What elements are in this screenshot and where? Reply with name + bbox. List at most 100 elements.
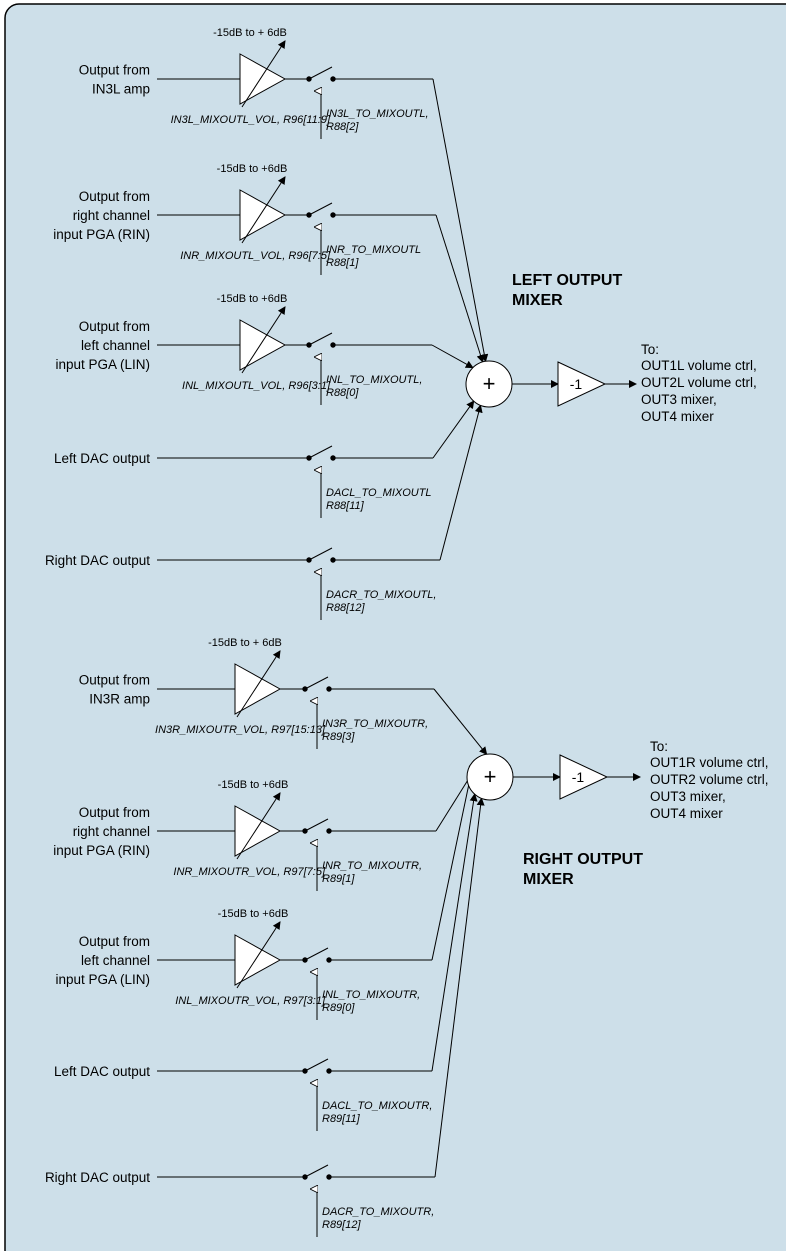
switch-blade bbox=[304, 1058, 329, 1072]
gain-register-label: IN3L_MIXOUTL_VOL, R96[11:9] bbox=[171, 114, 331, 126]
inverter-label: -1 bbox=[572, 769, 585, 785]
gain-adjust-arrow bbox=[241, 176, 286, 244]
inverter bbox=[559, 754, 609, 800]
switch-register-label: DACL_TO_MIXOUTR, bbox=[322, 1100, 432, 1112]
source-label: left channel bbox=[81, 953, 150, 968]
gain-amplifier bbox=[234, 805, 282, 857]
switch-register-label: INR_TO_MIXOUTR, bbox=[322, 860, 422, 872]
mixer-title: RIGHT OUTPUT bbox=[523, 851, 643, 868]
gain-register-label: INL_MIXOUTL_VOL, R96[3:1] bbox=[182, 380, 331, 392]
destination-item: OUT1R volume ctrl, bbox=[650, 755, 769, 770]
wire-to-summer bbox=[432, 400, 475, 459]
summing-symbol: + bbox=[484, 764, 497, 789]
switch-register-label: R89[3] bbox=[322, 731, 355, 743]
gain-range-label: -15dB to +6dB bbox=[217, 293, 288, 305]
switch-blade bbox=[308, 202, 333, 216]
source-label: IN3L amp bbox=[92, 82, 150, 97]
switch-register-label: R88[11] bbox=[326, 500, 365, 512]
wire-to-summer bbox=[433, 688, 488, 756]
source-label: right channel bbox=[73, 208, 150, 223]
switch-register-label: DACR_TO_MIXOUTR, bbox=[322, 1206, 434, 1218]
source-label: input PGA (RIN) bbox=[53, 227, 150, 242]
source-label: Output from bbox=[79, 319, 150, 334]
input-inl: Output from left channel input PGA (LIN) -1… bbox=[55, 293, 474, 405]
source-label: Output from bbox=[79, 189, 150, 204]
source-label: input PGA (LIN) bbox=[55, 972, 150, 987]
destination-item: OUT4 mixer bbox=[641, 409, 714, 424]
gain-range-label: -15dB to + 6dB bbox=[213, 27, 287, 39]
source-label: Output from bbox=[79, 934, 150, 949]
gain-adjust-arrow bbox=[236, 650, 281, 718]
destination-item: OUTR2 volume ctrl, bbox=[650, 772, 769, 787]
gain-register-label: IN3R_MIXOUTR_VOL, R97[15:13] bbox=[155, 724, 326, 736]
source-label: Output from bbox=[79, 673, 150, 688]
inverter bbox=[557, 361, 607, 407]
diagram-panel bbox=[4, 3, 786, 1251]
gain-range-label: -15dB to +6dB bbox=[218, 908, 289, 920]
destination-item: OUT2L volume ctrl, bbox=[641, 375, 757, 390]
wire-to-summer bbox=[435, 214, 485, 363]
switch-register-label: R88[0] bbox=[326, 387, 359, 399]
gain-range-label: -15dB to + 6dB bbox=[208, 637, 282, 649]
switch-blade bbox=[308, 66, 333, 80]
gain-amplifier bbox=[234, 934, 282, 986]
gain-amplifier bbox=[239, 53, 287, 105]
source-label: IN3R amp bbox=[89, 692, 150, 707]
gain-range-label: -15dB to +6dB bbox=[217, 163, 288, 175]
source-label: input PGA (RIN) bbox=[53, 843, 150, 858]
source-label: Right DAC output bbox=[45, 553, 150, 568]
destination-heading: To: bbox=[650, 739, 668, 754]
left-mixer: Output from IN3L amp -15dB to + 6dB IN3L_MI… bbox=[45, 27, 757, 620]
switch-register-label: INL_TO_MIXOUTR, bbox=[322, 989, 420, 1001]
switch-blade bbox=[304, 676, 329, 690]
switch-register-label: R89[12] bbox=[322, 1219, 361, 1231]
switch-register-label: IN3R_TO_MIXOUTR, bbox=[322, 718, 428, 730]
switch-blade bbox=[304, 818, 329, 832]
source-label: Output from bbox=[79, 805, 150, 820]
gain-adjust-arrow bbox=[236, 921, 281, 989]
input-inr: Output from right channel input PGA (RIN) -… bbox=[53, 754, 485, 891]
switch-blade bbox=[308, 547, 333, 561]
gain-adjust-arrow bbox=[241, 306, 286, 374]
switch-register-label: R88[1] bbox=[326, 257, 359, 269]
gain-amplifier bbox=[234, 663, 282, 715]
input-inr: Output from right channel input PGA (RIN) -… bbox=[53, 163, 485, 363]
input-in3l: Output from IN3L amp -15dB to + 6dB IN3L_MI… bbox=[79, 27, 489, 363]
destination-item: OUT3 mixer, bbox=[650, 789, 726, 804]
summing-symbol: + bbox=[483, 371, 496, 396]
switch-register-label: INR_TO_MIXOUTL bbox=[326, 244, 421, 256]
mixer-title: MIXER bbox=[512, 292, 563, 309]
switch-blade bbox=[308, 445, 333, 459]
switch-blade bbox=[304, 1164, 329, 1178]
source-label: Left DAC output bbox=[54, 1064, 150, 1079]
gain-amplifier bbox=[239, 189, 287, 241]
source-label: right channel bbox=[73, 824, 150, 839]
gain-adjust-arrow bbox=[241, 40, 286, 108]
gain-amplifier bbox=[239, 319, 287, 371]
switch-register-label: IN3L_TO_MIXOUTL, bbox=[326, 108, 429, 120]
wire-to-summer bbox=[434, 797, 485, 1178]
gain-adjust-arrow bbox=[236, 792, 281, 860]
wire-to-summer bbox=[431, 793, 478, 1072]
inverter-label: -1 bbox=[570, 376, 583, 392]
gain-register-label: INL_MIXOUTR_VOL, R97[3:1] bbox=[175, 995, 326, 1007]
source-label: Left DAC output bbox=[54, 451, 150, 466]
switch-register-label: R89[1] bbox=[322, 873, 355, 885]
gain-range-label: -15dB to +6dB bbox=[218, 779, 289, 791]
switch-register-label: R89[11] bbox=[322, 1113, 361, 1125]
wire-to-summer bbox=[431, 759, 477, 961]
source-label: left channel bbox=[81, 338, 150, 353]
mixer-title: LEFT OUTPUT bbox=[512, 272, 622, 289]
switch-register-label: R88[12] bbox=[326, 602, 365, 614]
switch-blade bbox=[308, 332, 333, 346]
gain-register-label: INR_MIXOUTL_VOL, R96[7:5] bbox=[180, 250, 331, 262]
destination-item: OUT4 mixer bbox=[650, 806, 723, 821]
destination-item: OUT1L volume ctrl, bbox=[641, 358, 757, 373]
source-label: input PGA (LIN) bbox=[55, 357, 150, 372]
